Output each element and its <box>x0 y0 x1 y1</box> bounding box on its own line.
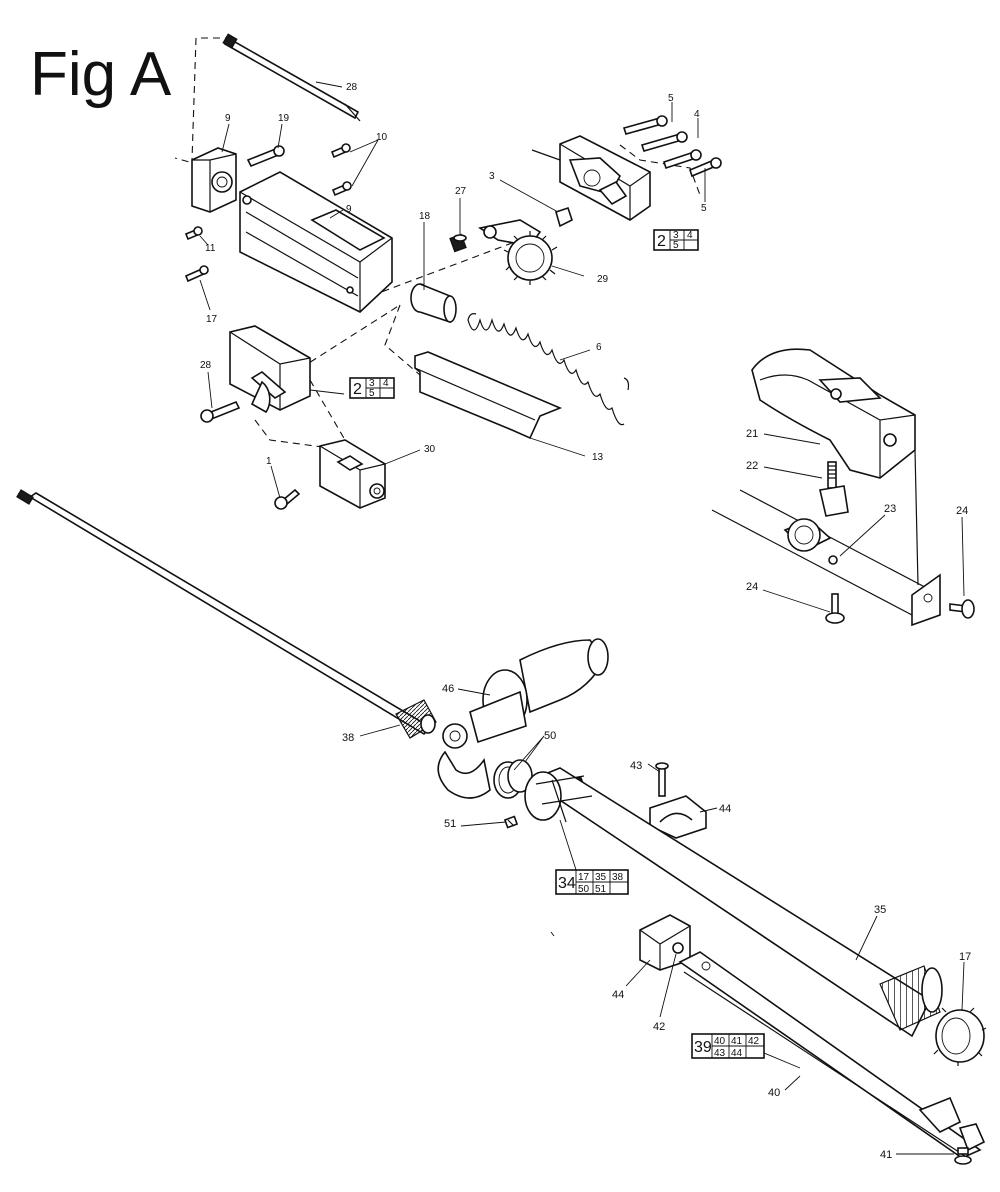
callout-51: 51 <box>444 818 456 830</box>
callout-23: 23 <box>884 503 896 515</box>
part-29-gear-lever <box>477 219 558 285</box>
callout-9b: 11 <box>205 243 216 254</box>
svg-text:17: 17 <box>578 872 590 883</box>
part-1-screw <box>274 488 301 510</box>
guide-line <box>191 37 232 161</box>
callout-3: 3 <box>489 171 495 182</box>
svg-text:40: 40 <box>714 1036 726 1047</box>
callout-18: 28 <box>346 82 358 93</box>
part-50-rings <box>493 759 533 799</box>
part-13-bushing <box>410 283 457 324</box>
part-51-setscrew <box>503 815 519 829</box>
callout-8: 9 <box>225 113 231 124</box>
part-9-screws <box>184 143 352 241</box>
part-17-nut <box>933 1007 987 1066</box>
svg-text:4: 4 <box>383 378 389 389</box>
svg-text:5: 5 <box>673 240 679 251</box>
callout-5a: 5 <box>668 93 674 104</box>
part-3-housing <box>531 135 651 228</box>
callout-labels: 28 9 19 10 11 9 17 18 27 3 29 6 13 28 30… <box>200 82 971 1161</box>
part-28-lower-block <box>200 325 311 423</box>
svg-text:39: 39 <box>694 1039 712 1056</box>
svg-text:34: 34 <box>558 875 576 892</box>
assembly-table-kit-a: 2 3 4 5 <box>653 229 699 251</box>
callout-21: 21 <box>746 428 758 440</box>
callout-19: 19 <box>278 113 290 124</box>
callout-46: 46 <box>442 683 454 695</box>
svg-text:3: 3 <box>673 230 679 241</box>
callout-22: 22 <box>746 460 758 472</box>
part-35-tube <box>524 767 943 1038</box>
part-30-bracket <box>319 439 386 509</box>
callout-50: 50 <box>544 730 556 742</box>
guide-line <box>289 304 401 376</box>
callout-43: 43 <box>630 760 642 772</box>
callout-13: 18 <box>419 211 431 222</box>
assembly-table-39: 39 40 41 42 43 44 <box>691 1033 765 1059</box>
assembly-table-kit-b: 2 3 4 5 <box>349 377 395 399</box>
svg-text:44: 44 <box>731 1048 743 1059</box>
svg-text:51: 51 <box>595 884 607 895</box>
callout-10: 13 <box>592 452 604 463</box>
callout-24b: 24 <box>746 581 758 593</box>
callout-6: 6 <box>596 342 602 353</box>
callout-1: 1 <box>266 456 272 467</box>
part-7-housing <box>239 171 393 313</box>
svg-text:38: 38 <box>612 872 624 883</box>
part-11-screw <box>184 265 209 283</box>
svg-text:2: 2 <box>353 381 362 398</box>
stray-mark <box>550 931 555 937</box>
part-6-spring <box>467 313 630 426</box>
callout-17: 17 <box>959 951 971 963</box>
svg-text:4: 4 <box>687 230 693 241</box>
callout-9a: 10 <box>376 132 388 143</box>
part-18-shaft <box>222 33 361 122</box>
callout-44b: 44 <box>612 989 624 1001</box>
callout-11: 17 <box>206 314 218 325</box>
figure-title: Fig A <box>30 40 172 109</box>
part-27-screw <box>449 233 467 253</box>
part-44-clamp-lower <box>639 914 691 971</box>
svg-text:35: 35 <box>595 872 607 883</box>
svg-text:42: 42 <box>748 1036 760 1047</box>
part-38-shaft <box>16 489 437 739</box>
part-5-screws <box>622 115 722 178</box>
callout-29: 29 <box>597 274 609 285</box>
callout-35: 35 <box>874 904 886 916</box>
part-40-bar <box>678 951 986 1159</box>
part-21-handle-block <box>751 348 919 586</box>
callout-4: 4 <box>694 109 700 120</box>
callout-24a: 24 <box>956 505 968 517</box>
callout-28: 28 <box>200 360 212 371</box>
callout-7: 9 <box>346 204 352 215</box>
part-23-rail <box>711 489 941 627</box>
part-22-bolt <box>819 461 849 517</box>
callout-27: 27 <box>455 186 467 197</box>
svg-text:41: 41 <box>731 1036 743 1047</box>
leader-lines <box>199 81 965 1155</box>
part-10-plate <box>414 351 563 440</box>
callout-41: 41 <box>880 1149 892 1161</box>
svg-text:2: 2 <box>657 233 666 250</box>
svg-text:5: 5 <box>369 388 375 399</box>
callout-44a: 44 <box>719 803 731 815</box>
svg-text:50: 50 <box>578 884 590 895</box>
callout-42: 42 <box>653 1021 665 1033</box>
part-46-side-handle <box>437 638 609 799</box>
assembly-table-34: 34 17 35 38 50 51 <box>555 869 629 895</box>
part-8-end-block <box>191 147 237 213</box>
part-41-foot <box>954 1147 972 1165</box>
guide-line <box>309 379 346 441</box>
part-24-screws <box>825 593 975 624</box>
part-19-screw <box>246 145 285 168</box>
callout-38: 38 <box>342 732 354 744</box>
svg-text:3: 3 <box>369 378 375 389</box>
svg-text:43: 43 <box>714 1048 726 1059</box>
callout-40: 40 <box>768 1087 780 1099</box>
callout-5b: 5 <box>701 203 707 214</box>
guide-line <box>384 304 421 376</box>
callout-30: 30 <box>424 444 436 455</box>
guide-line <box>359 239 521 301</box>
